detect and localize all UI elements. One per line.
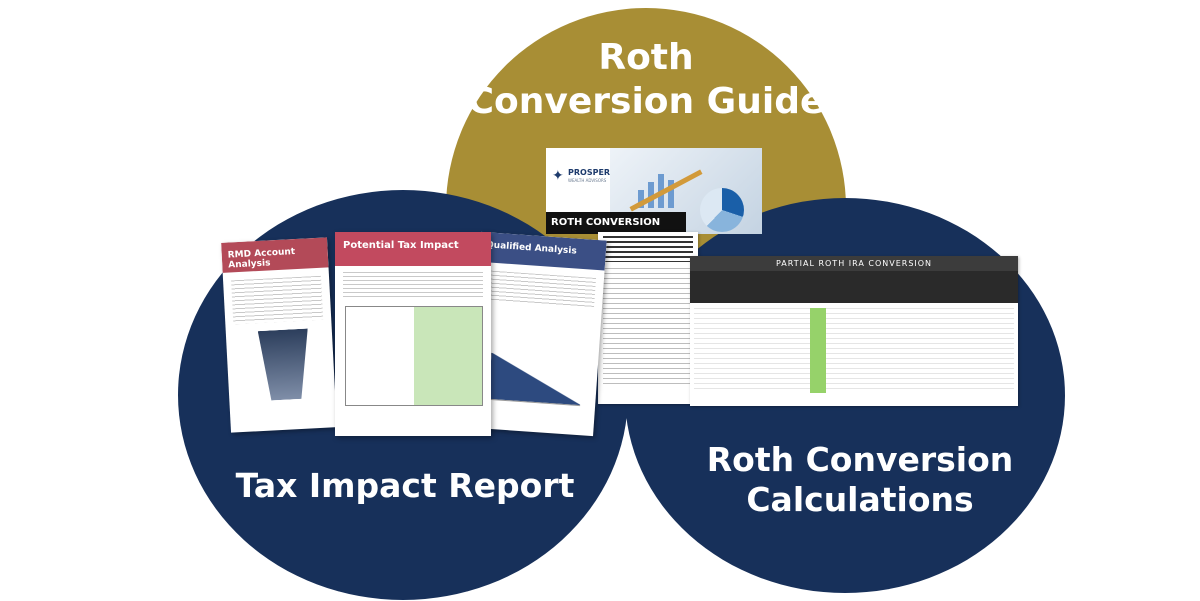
- calc-sheet-title: PARTIAL ROTH IRA CONVERSION: [690, 256, 1018, 271]
- logo-subtitle: WEALTH ADVISORS: [568, 178, 607, 183]
- guide-page-heading: [603, 236, 693, 262]
- tax-table-left: [346, 307, 414, 405]
- guide-bar: [668, 180, 674, 208]
- tax-comparison-table: [345, 306, 483, 406]
- guide-title: Roth Conversion Guide: [446, 36, 846, 124]
- guide-page-text: [603, 268, 693, 388]
- rmd-analysis-page: RMD Account Analysis: [221, 237, 337, 433]
- calculations-title: Roth Conversion Calculations: [675, 440, 1045, 521]
- rmd-funnel-graphic: [258, 328, 312, 401]
- tax-page-text: [343, 272, 483, 300]
- calculation-sheet: PARTIAL ROTH IRA CONVERSION: [690, 256, 1018, 406]
- prosper-logo-icon: ✦: [552, 168, 564, 184]
- logo-name: PROSPER: [568, 168, 611, 177]
- pie-graphic: [700, 188, 744, 232]
- calculations-title-line1: Roth Conversion: [706, 440, 1014, 479]
- rmd-page-text: [231, 275, 324, 325]
- qualified-chart-graphic: [487, 352, 584, 407]
- tax-report-title: Tax Impact Report: [235, 466, 575, 505]
- calc-table-grid: [694, 308, 1014, 393]
- calculations-title-line2: Calculations: [746, 480, 974, 520]
- guide-title-line1: Roth: [598, 37, 694, 78]
- calc-info-band: [690, 271, 1018, 303]
- qualified-page-text: [484, 270, 597, 308]
- guide-text-page: [598, 232, 698, 404]
- tax-table-right: [414, 307, 482, 405]
- guide-cover-image: ✦ PROSPER WEALTH ADVISORS ROTH CONVERSIO…: [546, 148, 762, 234]
- calc-highlight-column: [810, 308, 826, 393]
- tax-page-title: Potential Tax Impact: [335, 232, 491, 266]
- rmd-page-title: RMD Account Analysis: [221, 237, 329, 273]
- tax-impact-page: Potential Tax Impact: [335, 232, 491, 436]
- guide-bar: [638, 190, 644, 208]
- guide-banner: ROTH CONVERSION GUIDE: [546, 212, 686, 234]
- guide-title-line2: Conversion Guide: [467, 80, 825, 122]
